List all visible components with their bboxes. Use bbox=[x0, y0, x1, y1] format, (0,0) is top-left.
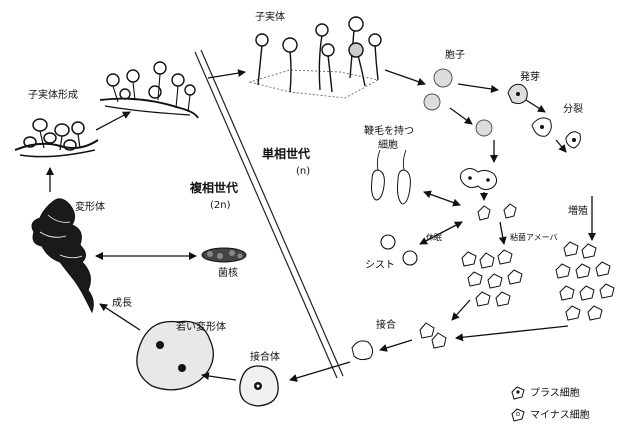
flagellate-cells-illustration bbox=[371, 149, 411, 205]
label-proliferation: 増殖 bbox=[568, 204, 588, 217]
spores-illustration bbox=[423, 68, 581, 149]
label-zygote: 接合体 bbox=[250, 350, 280, 363]
label-growth: 成長 bbox=[112, 297, 132, 309]
label-myxamoeba: 粘菌アメーバ bbox=[510, 232, 558, 242]
label-fruiting-body: 子実体 bbox=[255, 10, 285, 23]
fruiting-bodies-illustration bbox=[248, 16, 382, 99]
cysts-illustration bbox=[380, 234, 418, 266]
label-diploid: 複相世代 bbox=[189, 180, 238, 195]
label-cyst: シスト bbox=[365, 260, 395, 271]
legend: プラス細胞 マイナス細胞 bbox=[511, 386, 590, 422]
label-plasmodium: 変形体 bbox=[75, 200, 105, 213]
label-flagellate-2: 細胞 bbox=[378, 138, 398, 151]
legend-label-minus: マイナス細胞 bbox=[530, 408, 590, 421]
swarm-cell-illustration bbox=[459, 168, 498, 191]
label-fusion: 接合 bbox=[376, 318, 396, 331]
label-spore: 胞子 bbox=[445, 49, 465, 61]
fruiting-formation-illustration bbox=[14, 118, 99, 158]
label-flagellate: 鞭毛を持つ bbox=[364, 124, 414, 137]
zygote-illustration bbox=[239, 365, 279, 407]
generation-divider bbox=[194, 49, 344, 379]
sclerotium-illustration bbox=[201, 247, 247, 263]
label-haploid-n: (n) bbox=[296, 166, 310, 177]
label-fruiting-formation: 子実体形成 bbox=[28, 88, 78, 101]
fruiting-formation-stage2 bbox=[99, 61, 199, 119]
cycle-arrows bbox=[46, 69, 596, 382]
label-dormancy: 休眠 bbox=[426, 232, 442, 242]
proliferation-cluster bbox=[555, 241, 615, 321]
label-germination: 発芽 bbox=[520, 70, 540, 83]
legend-item-plus: プラス細胞 bbox=[511, 386, 580, 400]
label-division: 分裂 bbox=[563, 102, 583, 115]
young-plasmodium-illustration bbox=[136, 320, 214, 391]
label-sclerotium: 菌核 bbox=[218, 266, 238, 279]
label-young-plasmodium: 若い変形体 bbox=[176, 320, 226, 333]
myxamoeba-cluster bbox=[461, 203, 523, 307]
label-diploid-n: (2n) bbox=[210, 200, 231, 211]
fusion-cells-illustration bbox=[351, 322, 447, 361]
label-haploid: 単相世代 bbox=[262, 146, 310, 161]
legend-label-plus: プラス細胞 bbox=[530, 386, 580, 399]
legend-item-minus: マイナス細胞 bbox=[511, 408, 590, 422]
plasmodium-illustration bbox=[31, 198, 94, 314]
